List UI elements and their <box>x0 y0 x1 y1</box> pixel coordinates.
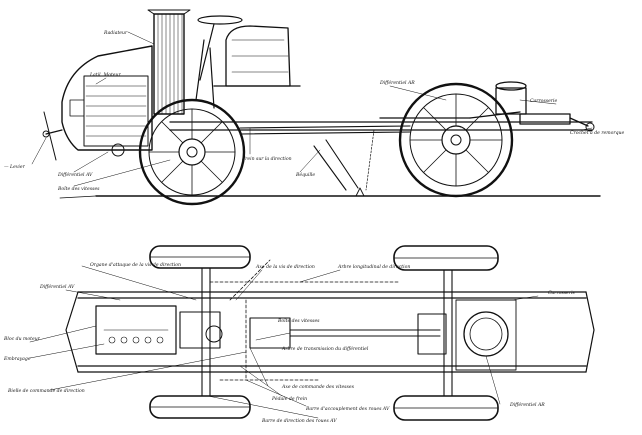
label-jack: Béquille <box>295 171 315 178</box>
plan-steering-links <box>209 259 401 381</box>
plan-rear-differential <box>455 299 517 371</box>
label-brake: Frein sur la direction <box>241 156 292 162</box>
label-plan-body: Carrosserie <box>548 290 576 296</box>
driver-seat <box>213 25 301 87</box>
label-brake-pedal: Pédale de frein <box>271 395 307 402</box>
label-steering-shaft: Arbre longitudinal de direction <box>337 264 410 270</box>
radiator <box>147 9 191 115</box>
plan-engine <box>95 305 223 355</box>
label-drag-link: Barre de direction des roues AV <box>261 418 337 424</box>
label-tow-hook: Crochet à de remorque <box>570 129 624 136</box>
labels: Radiateur Latil, Moteur Différentiel AV … <box>3 30 624 424</box>
label-front-differential: Différentiel AV <box>57 171 93 178</box>
rear-axle-housing <box>495 81 595 132</box>
label-transmission-shaft: Arbre de transmission du différentiel <box>281 345 369 352</box>
label-radiator: Radiateur <box>103 30 128 36</box>
label-steering-screw-axis: Axe de la vis de direction <box>255 264 315 270</box>
plan-rear-wheels <box>393 245 499 421</box>
steering-column <box>195 15 243 109</box>
label-gearbox: Boîte des vitesses <box>57 185 100 192</box>
plan-axles <box>201 267 453 397</box>
front-wheel <box>138 98 246 206</box>
propeller-shaft <box>239 125 411 197</box>
label-hand-lever: — Levier <box>4 164 26 170</box>
label-plan-front-differential: Différentiel AV <box>39 283 75 290</box>
rear-wheel <box>398 82 514 198</box>
label-steering-worm-drive: Organe d'attaque de la vis de direction <box>90 262 181 268</box>
label-plan-gearbox: Boîte des vitesses <box>277 317 320 324</box>
leader-lines <box>29 31 593 419</box>
label-engine-block: Bloc du moteur <box>3 336 41 342</box>
plan-frame-rails <box>65 291 595 373</box>
label-gear-control: Axe de commande des vitesses <box>281 384 355 390</box>
label-engine: Latil, Moteur <box>89 72 121 78</box>
label-body: Carrosserie <box>530 98 558 104</box>
label-rear-differential: Différentiel AR <box>379 79 415 86</box>
plan-front-wheels <box>149 245 251 419</box>
plan-view <box>65 245 595 421</box>
engine-block <box>42 45 153 161</box>
label-steering-rod: Bielle de commande de direction <box>7 388 85 394</box>
label-plan-rear-differential: Différentiel AR <box>509 401 545 408</box>
label-clutch: Embrayage <box>3 356 31 362</box>
label-tie-rod: Barre d'accouplement des roues AV <box>305 406 390 412</box>
side-view <box>42 9 601 206</box>
